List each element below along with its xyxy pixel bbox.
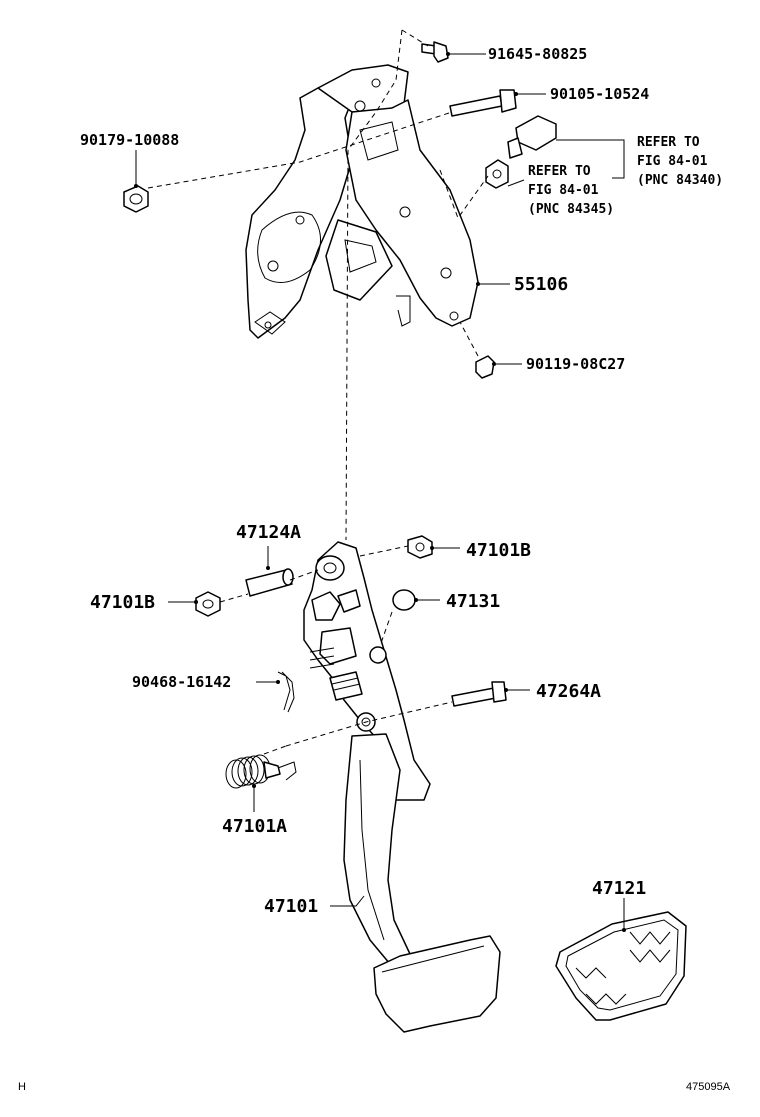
label-47101a: 47101A [222,816,287,837]
clip-90119-icon [475,355,495,379]
bushing-47101b-right-icon [407,535,433,559]
refer-lower-line3: (PNC 84345) [528,202,614,217]
dashed-guide-lines [147,29,489,755]
refer-upper-line1: REFER TO [637,135,700,150]
leader-lines [134,52,626,932]
clip-90468-icon [277,671,295,713]
bolt-91645-icon [421,41,449,63]
refer-upper-line2: FIG 84-01 [637,154,708,169]
label-90468-16142: 90468-16142 [132,673,231,691]
label-47124a: 47124A [236,522,301,543]
label-47101b-right: 47101B [466,540,531,561]
label-47101b-left: 47101B [90,592,155,613]
nut-90179-icon [123,185,149,213]
brake-pedal-47101 [303,541,501,1033]
refer-upper-line3: (PNC 84340) [637,173,723,188]
footer-left-code: H [18,1081,26,1093]
cushion-47131-icon [392,589,416,611]
spring-47101a-icon [225,754,297,789]
label-47131: 47131 [446,591,500,612]
label-91645-80825: 91645-80825 [488,45,587,63]
label-90119-08c27: 90119-08C27 [526,355,625,373]
bolt-47264a-icon [451,681,507,707]
label-47101: 47101 [264,896,318,917]
stop-lamp-switch-icon [507,115,557,159]
drawing-number: 475095A [686,1081,731,1093]
pin-47124a-icon [245,568,294,597]
bolt-90105-icon [449,89,517,117]
label-90179-10088: 90179-10088 [80,131,179,149]
switch-clip-icon [485,159,509,189]
refer-lower-line1: REFER TO [528,164,591,179]
label-47264a: 47264A [536,681,601,702]
label-55106: 55106 [514,274,568,295]
refer-lower-line2: FIG 84-01 [528,183,599,198]
label-90105-10524: 90105-10524 [550,85,649,103]
pedal-pad-47121-icon [555,911,687,1021]
pedal-bracket-55106 [245,64,479,339]
label-47121: 47121 [592,878,646,899]
bushing-47101b-left-icon [195,591,221,617]
